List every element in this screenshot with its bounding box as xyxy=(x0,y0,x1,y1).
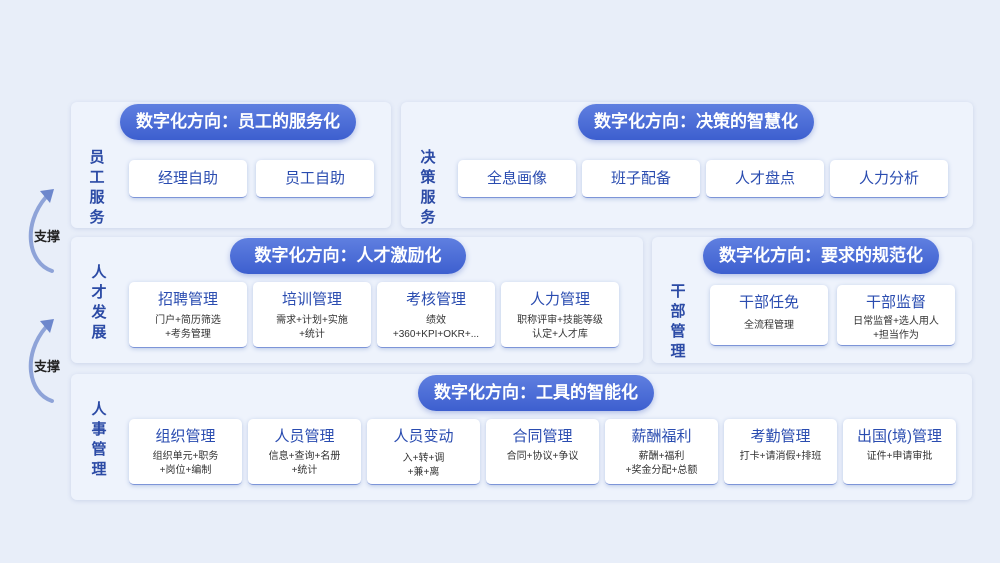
card-title: 经理自助 xyxy=(157,170,218,187)
card-subtitle: 薪酬+福利 +奖金分配+总额 xyxy=(625,451,698,476)
support-label-upper: 支撑 xyxy=(34,229,61,244)
card-subtitle: 门户+简历筛选 +考务管理 xyxy=(155,315,221,340)
support-arrow-lower-icon xyxy=(28,319,54,403)
card-hr-analytics[interactable]: 人力分析 xyxy=(830,160,948,198)
decision-service-side-label: 决策服务 xyxy=(420,149,436,226)
card-attendance-management[interactable]: 考勤管理 打卡+请消假+排班 xyxy=(724,419,837,485)
cadre-management-side-label: 干部管理 xyxy=(670,283,686,360)
card-manager-self-service[interactable]: 经理自助 xyxy=(129,160,247,198)
card-workforce-management[interactable]: 人力管理 职称评审+技能等级 认定+人才库 xyxy=(501,282,619,348)
card-subtitle: 全流程管理 xyxy=(744,320,794,331)
card-title: 人力管理 xyxy=(529,291,590,308)
cadre-management-direction-pill: 数字化方向：要求的规范化 xyxy=(703,238,939,274)
card-title: 人力分析 xyxy=(858,170,919,187)
card-subtitle: 需求+计划+实施 +统计 xyxy=(276,315,348,340)
card-title: 培训管理 xyxy=(281,291,342,308)
card-title: 全息画像 xyxy=(486,170,547,187)
card-contract-management[interactable]: 合同管理 合同+协议+争议 xyxy=(486,419,599,485)
card-talent-review[interactable]: 人才盘点 xyxy=(706,160,824,198)
card-overseas-travel-management[interactable]: 出国(境)管理 证件+申请审批 xyxy=(843,419,956,485)
card-subtitle: 入+转+调 +兼+离 xyxy=(402,453,445,478)
card-title: 干部任免 xyxy=(738,294,799,311)
card-subtitle: 组织单元+职务 +岗位+编制 xyxy=(152,451,219,476)
support-label-lower: 支撑 xyxy=(34,359,61,374)
hr-management-side-label: 人事管理 xyxy=(91,401,107,478)
card-title: 薪酬福利 xyxy=(631,428,692,445)
card-holographic-portrait[interactable]: 全息画像 xyxy=(458,160,576,198)
card-title: 考勤管理 xyxy=(750,428,811,445)
decision-service-direction-pill: 数字化方向：决策的智慧化 xyxy=(578,104,814,140)
card-cadre-supervision[interactable]: 干部监督 日常监督+选人用人 +担当作为 xyxy=(837,285,955,346)
card-employee-self-service[interactable]: 员工自助 xyxy=(256,160,374,198)
card-title: 人才盘点 xyxy=(734,170,795,187)
card-subtitle: 日常监督+选人用人 +担当作为 xyxy=(853,316,939,341)
card-title: 人员管理 xyxy=(274,428,335,445)
card-subtitle: 打卡+请消假+排班 xyxy=(739,451,822,462)
card-assessment-management[interactable]: 考核管理 绩效 +360+KPI+OKR+... xyxy=(377,282,495,348)
card-subtitle: 绩效 +360+KPI+OKR+... xyxy=(392,315,480,340)
card-title: 员工自助 xyxy=(284,170,345,187)
employee-service-side-label: 员工服务 xyxy=(89,149,105,226)
card-subtitle: 信息+查询+名册 +统计 xyxy=(268,451,341,476)
card-compensation-benefits[interactable]: 薪酬福利 薪酬+福利 +奖金分配+总额 xyxy=(605,419,718,485)
card-subtitle: 职称评审+技能等级 认定+人才库 xyxy=(517,315,603,340)
card-recruitment-management[interactable]: 招聘管理 门户+简历筛选 +考务管理 xyxy=(129,282,247,348)
talent-development-direction-pill: 数字化方向：人才激励化 xyxy=(230,238,466,274)
card-title: 人员变动 xyxy=(393,428,454,445)
card-personnel-management[interactable]: 人员管理 信息+查询+名册 +统计 xyxy=(248,419,361,485)
support-arrow-upper-icon xyxy=(28,189,54,273)
employee-service-direction-pill: 数字化方向：员工的服务化 xyxy=(120,104,356,140)
card-title: 考核管理 xyxy=(405,291,466,308)
card-title: 招聘管理 xyxy=(157,291,218,308)
card-title: 班子配备 xyxy=(610,170,671,187)
card-cadre-appointment[interactable]: 干部任免 全流程管理 xyxy=(710,285,828,346)
card-personnel-changes[interactable]: 人员变动 入+转+调 +兼+离 xyxy=(367,419,480,485)
card-training-management[interactable]: 培训管理 需求+计划+实施 +统计 xyxy=(253,282,371,348)
card-title: 组织管理 xyxy=(155,428,216,445)
card-title: 合同管理 xyxy=(512,428,573,445)
hr-management-direction-pill: 数字化方向：工具的智能化 xyxy=(418,375,654,411)
card-title: 干部监督 xyxy=(865,294,926,311)
card-title: 出国(境)管理 xyxy=(857,428,942,445)
card-subtitle: 证件+申请审批 xyxy=(866,451,933,462)
card-team-allocation[interactable]: 班子配备 xyxy=(582,160,700,198)
talent-development-side-label: 人才发展 xyxy=(91,264,107,341)
card-organization-management[interactable]: 组织管理 组织单元+职务 +岗位+编制 xyxy=(129,419,242,485)
card-subtitle: 合同+协议+争议 xyxy=(506,451,579,462)
